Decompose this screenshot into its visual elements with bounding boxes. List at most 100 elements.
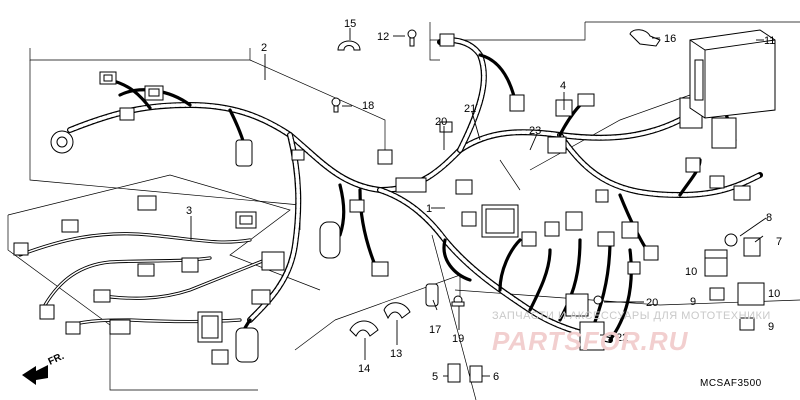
connector-icon (579, 321, 605, 351)
connector-icon (119, 107, 135, 121)
connector-icon (709, 175, 725, 189)
clamp-icon (383, 302, 411, 320)
watermark-tagline: ЗАПЧАСТИ И АКСЕССУАРЫ ДЛЯ МОТОТЕХНИКИ (492, 310, 771, 322)
connector-icon (144, 85, 164, 101)
clamp-icon (349, 320, 379, 337)
callout-22: 22 (616, 332, 628, 344)
connector-icon (319, 221, 341, 259)
connector-icon (439, 33, 455, 47)
callout-4: 4 (560, 80, 566, 92)
callout-labels: 1 2 3 4 5 6 7 8 9 9 10 10 11 12 13 14 15… (186, 18, 782, 383)
callout-10a: 10 (685, 266, 697, 278)
direction-label: FR. (47, 351, 66, 368)
connector-icon (733, 185, 751, 201)
clamps-and-bolts (331, 29, 661, 383)
connector-icon (137, 195, 157, 211)
callout-3: 3 (186, 205, 192, 217)
connector-icon (251, 289, 271, 305)
connector-icon (235, 211, 257, 229)
watermark: ЗАПЧАСТИ И АКСЕССУАРЫ ДЛЯ МОТОТЕХНИКИ PA… (492, 310, 771, 356)
leader-lines (190, 28, 767, 377)
connector-icon (371, 261, 389, 277)
connector-icon (377, 149, 393, 165)
clamp-icon (337, 40, 361, 51)
connector-icon (685, 157, 701, 173)
connector-icon (181, 257, 199, 273)
connector-icon (65, 321, 81, 335)
connector-icon (547, 136, 567, 154)
connector-icon (595, 189, 609, 203)
bolt-icon (451, 295, 465, 307)
callout-19: 19 (452, 333, 464, 345)
connector-icon (627, 261, 641, 275)
callout-9a: 9 (690, 296, 696, 308)
connector-icon (349, 199, 365, 213)
callout-5: 5 (432, 371, 438, 383)
connector-icon (565, 211, 583, 231)
connector-icon (261, 251, 285, 271)
connector-icon (643, 245, 659, 261)
connector-icon (197, 311, 223, 343)
callout-20a: 20 (435, 116, 447, 128)
connector-icon (93, 289, 111, 303)
callout-15: 15 (344, 18, 356, 30)
connector-icon (13, 242, 29, 256)
connector-icon (621, 221, 639, 239)
connector-icon (235, 139, 253, 167)
bolt-icon (331, 97, 341, 113)
connector-icon (565, 293, 589, 317)
clamp-icon (629, 29, 661, 47)
connector-icon (439, 121, 453, 133)
callout-9b: 9 (768, 321, 774, 333)
connector-icon (711, 117, 737, 149)
clamp-icon (447, 363, 461, 383)
connector-icon (521, 231, 537, 247)
callout-11: 11 (764, 35, 775, 47)
connectors (13, 33, 751, 365)
connector-icon (137, 263, 155, 277)
callout-14: 14 (358, 363, 370, 375)
ecu-icon (689, 29, 776, 119)
callout-2: 2 (261, 42, 267, 54)
callout-8: 8 (766, 212, 772, 224)
connector-icon (509, 94, 525, 112)
clamp-icon (425, 283, 439, 307)
connector-icon (39, 304, 55, 320)
callout-17: 17 (429, 324, 441, 336)
watermark-brand: PARTSFOR.RU (492, 326, 689, 356)
connector-icon (597, 231, 615, 247)
connector-icon (544, 221, 560, 237)
region-outlines (7, 21, 800, 400)
connector-icon (211, 349, 229, 365)
sub-harness-icon (18, 232, 267, 327)
connector-icon (461, 211, 477, 227)
connector-icon (235, 327, 259, 363)
connector-icon (395, 177, 427, 193)
direction-arrow-icon: FR. (22, 351, 66, 385)
connector-icon (99, 71, 117, 85)
relay-icon (704, 233, 765, 331)
callout-23: 23 (529, 125, 541, 137)
connector-icon (61, 219, 79, 233)
callout-13: 13 (390, 348, 402, 360)
callout-12: 12 (377, 31, 389, 43)
connector-icon (481, 204, 519, 238)
connector-icon (109, 319, 131, 335)
callout-7: 7 (776, 236, 782, 248)
callout-6: 6 (493, 371, 499, 383)
bolt-icon (407, 29, 417, 47)
diagram-code: MCSAF3500 (700, 378, 762, 389)
connector-icon (577, 93, 595, 107)
clamp-icon (469, 365, 483, 383)
callout-1: 1 (426, 203, 432, 215)
connector-icon (291, 149, 305, 161)
callout-18: 18 (362, 100, 374, 112)
callout-10b: 10 (768, 288, 780, 300)
callout-21: 21 (464, 103, 476, 115)
bolt-icon (593, 295, 603, 305)
connector-icon (455, 179, 473, 195)
callout-16: 16 (664, 33, 676, 45)
connector-icon (50, 130, 74, 154)
callout-20b: 20 (646, 297, 658, 309)
